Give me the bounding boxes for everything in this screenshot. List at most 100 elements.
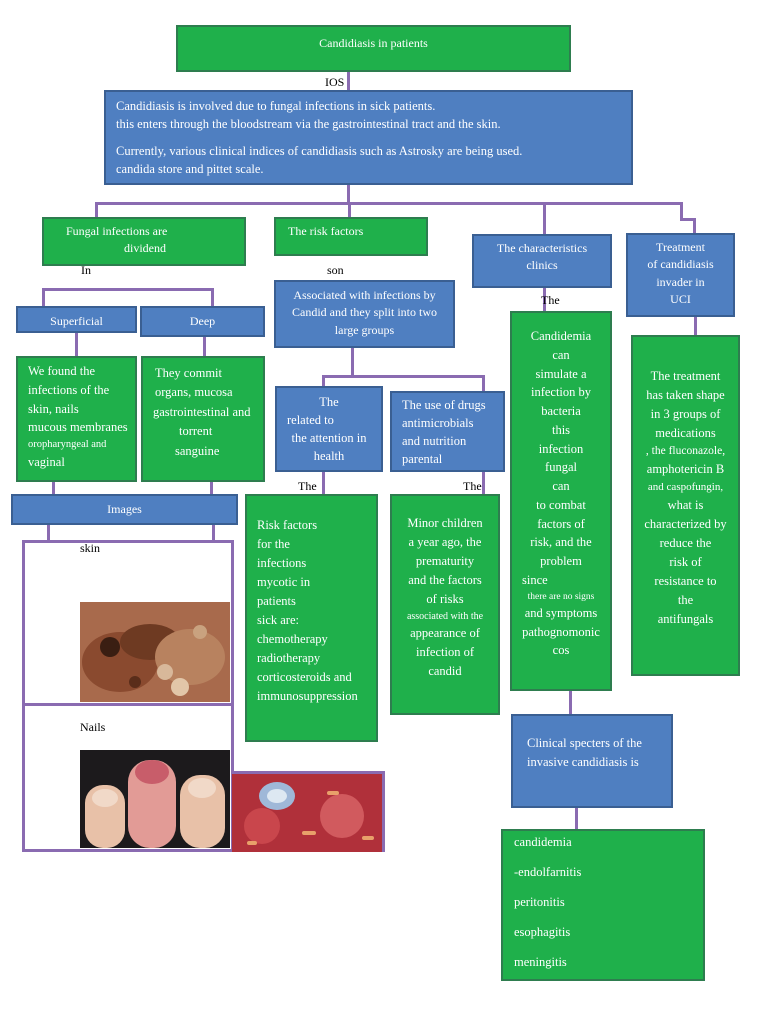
candidemia-line: simulate a bbox=[535, 366, 587, 381]
risk-factors-box: The risk factors bbox=[274, 217, 428, 256]
candidemia-line: there are no signs bbox=[527, 591, 595, 602]
risk-line: corticosteroids and bbox=[257, 670, 352, 684]
frame-left bbox=[22, 540, 25, 852]
specters-line: invasive candidiasis is bbox=[527, 754, 639, 769]
deep-label: Deep bbox=[189, 314, 216, 328]
minor-line: a year ago, the bbox=[408, 535, 482, 549]
connector-deep-desc bbox=[203, 336, 206, 357]
risk-list-box: Risk factors for the infections mycotic … bbox=[245, 494, 378, 742]
treatment-line: the bbox=[677, 593, 694, 608]
risk-line: sick are: bbox=[257, 613, 299, 627]
candidemia-line: and symptoms bbox=[524, 605, 598, 620]
minor-children-box: Minor children a year ago, the prematuri… bbox=[390, 494, 500, 715]
candidemia-line: problem bbox=[540, 554, 582, 568]
label-the-2: The bbox=[463, 479, 482, 493]
specter-item: meningitis bbox=[514, 955, 567, 969]
connector-superficial-desc bbox=[75, 333, 78, 357]
specter-item: peritonitis bbox=[514, 895, 565, 909]
frame-middle bbox=[22, 703, 234, 706]
fungal-title-line: Fungal infections are bbox=[66, 224, 168, 238]
connector-deep bbox=[211, 288, 214, 307]
label-ios: IOS bbox=[325, 75, 345, 89]
superficial-label: Superficial bbox=[50, 314, 103, 328]
treatment-line: The treatment bbox=[650, 369, 721, 383]
candidemia-line: factors of bbox=[537, 516, 585, 531]
risk-line: Risk factors bbox=[257, 518, 318, 532]
candidemia-line: since bbox=[522, 572, 548, 587]
treatment-title-box: Treatment of candidiasis invader in UCI bbox=[626, 233, 735, 317]
drugs-line: and nutrition bbox=[402, 434, 467, 449]
treatment-line: amphotericin B bbox=[646, 462, 725, 477]
candidemia-line: Candidemia bbox=[530, 329, 592, 343]
minor-line: prematurity bbox=[415, 554, 475, 568]
treatment-line: what is bbox=[667, 498, 704, 513]
images-box: Images bbox=[11, 494, 238, 525]
treatment-line: reduce the bbox=[659, 536, 712, 551]
desc-line: gastrointestinal and bbox=[153, 404, 251, 419]
deep-box: Deep bbox=[140, 306, 265, 337]
connector-title-intro bbox=[347, 72, 350, 92]
connector-drugs-down bbox=[482, 472, 485, 494]
risk-line: chemotherapy bbox=[257, 632, 328, 646]
risk-factors-title: The risk factors bbox=[288, 224, 364, 238]
frame-bottom bbox=[22, 849, 234, 852]
treatment-line: resistance to bbox=[654, 574, 717, 589]
desc-line: mucous membranes bbox=[28, 420, 128, 435]
candidemia-line: can bbox=[552, 479, 570, 493]
superficial-box: Superficial bbox=[16, 306, 137, 333]
intro-line: Currently, various clinical indices of c… bbox=[116, 144, 523, 159]
candidemia-line: this bbox=[551, 422, 571, 437]
connector-images-l bbox=[52, 481, 55, 495]
desc-line: torrent bbox=[179, 424, 213, 439]
candidemia-line: to combat bbox=[536, 497, 586, 512]
intro-line: Candidiasis is involved due to fungal in… bbox=[116, 99, 436, 113]
groups-box: Associated with infections by Candid and… bbox=[274, 280, 455, 348]
candidemia-line: fungal bbox=[545, 460, 577, 475]
minor-line: candid bbox=[428, 664, 462, 679]
related-line: The bbox=[319, 395, 339, 409]
clinics-line: The characteristics bbox=[496, 241, 588, 255]
connector-b4c bbox=[693, 218, 696, 234]
risk-line: immunosuppression bbox=[257, 689, 358, 703]
minor-line: and the factors bbox=[408, 573, 482, 587]
treatment-line: risk of bbox=[669, 555, 702, 570]
fungal-infections-box: Fungal infections are dividend bbox=[42, 217, 246, 266]
connector-images-frame-r bbox=[212, 524, 215, 542]
connector-groups-horizontal bbox=[322, 375, 484, 378]
drugs-line: antimicrobials bbox=[402, 416, 474, 431]
candidemia-box: Candidemia can simulate a infection by b… bbox=[510, 311, 612, 691]
treatment-line: and caspofungin, bbox=[647, 481, 724, 494]
connector-horizontal-top bbox=[95, 202, 680, 205]
drugs-line: parental bbox=[402, 452, 443, 467]
risk-line: infections bbox=[257, 556, 307, 570]
connector-specters-down bbox=[575, 807, 578, 830]
connector-b4a bbox=[680, 202, 683, 219]
risk-line: patients bbox=[257, 594, 296, 608]
groups-line: large groups bbox=[334, 322, 395, 337]
treatment-line: antifungals bbox=[657, 612, 714, 627]
connector-b1-horizontal bbox=[42, 288, 214, 291]
frame-top bbox=[22, 540, 234, 543]
drugs-box: The use of drugs antimicrobials and nutr… bbox=[390, 391, 505, 472]
candidemia-line: can bbox=[552, 347, 570, 362]
connector-groups-down bbox=[351, 348, 354, 378]
connector-drugs bbox=[482, 375, 485, 392]
treatment-line: , the fluconazole, bbox=[645, 445, 726, 457]
images-title: Images bbox=[107, 502, 142, 516]
related-line: related to bbox=[287, 413, 334, 428]
fungal-title-line: dividend bbox=[124, 241, 166, 256]
treatment-title-line: invader in bbox=[656, 274, 705, 289]
label-the-3: The bbox=[541, 293, 560, 307]
treatment-line: characterized by bbox=[644, 517, 727, 532]
connector-b2 bbox=[348, 202, 351, 219]
candidemia-line: infection bbox=[538, 441, 584, 456]
candidemia-line: risk, and the bbox=[530, 535, 592, 550]
candidemia-line: infection by bbox=[530, 385, 592, 400]
minor-line: associated with the bbox=[406, 611, 484, 622]
label-in: In bbox=[81, 263, 91, 277]
nails-label: Nails bbox=[80, 720, 106, 734]
minor-line: Minor children bbox=[407, 516, 483, 530]
treatment-box: The treatment has taken shape in 3 group… bbox=[631, 335, 740, 676]
label-son: son bbox=[327, 263, 344, 277]
candidemia-line: pathognomonic bbox=[522, 624, 600, 639]
